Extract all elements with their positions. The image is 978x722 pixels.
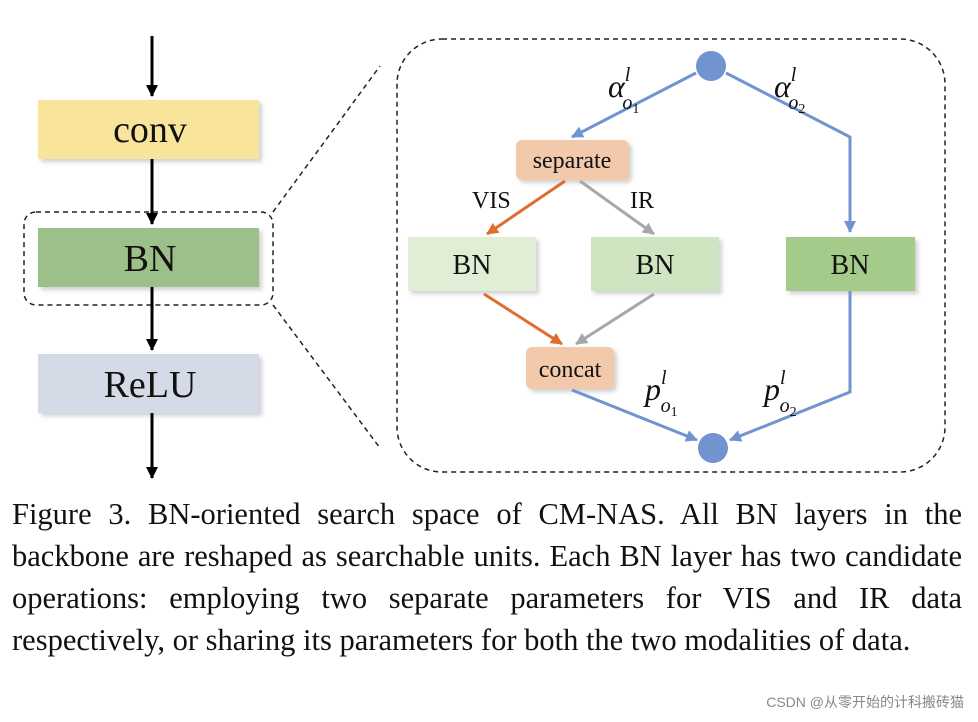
ir-label: IR xyxy=(630,188,654,214)
conv-box xyxy=(38,100,259,159)
bn-vis-label: BN xyxy=(453,250,492,281)
arrow-top-to-shared-bn xyxy=(725,71,856,233)
zoom-line-bottom xyxy=(272,304,381,449)
relu-label: ReLU xyxy=(104,364,197,406)
arrow-bn-ir-to-concat xyxy=(575,292,655,346)
arrow-separate-to-bn-vis xyxy=(486,179,566,236)
figure-caption: Figure 3. BN-oriented search space of CM… xyxy=(12,497,962,657)
top-node xyxy=(696,51,726,81)
conv-label: conv xyxy=(113,109,187,151)
csdn-watermark: CSDN @从零开始的计科搬砖猫 xyxy=(766,694,964,710)
arrow-separate-to-bn-ir xyxy=(579,179,655,236)
vis-label: VIS xyxy=(472,188,511,214)
relu-box xyxy=(38,354,259,413)
concat-box xyxy=(526,347,614,389)
separate-box xyxy=(516,140,629,180)
arrow-concat-to-bottom xyxy=(571,388,698,442)
separate-label: separate xyxy=(533,148,612,174)
bn-dashed-highlight xyxy=(23,211,274,306)
bottom-node xyxy=(698,433,728,463)
expanded-panel-border xyxy=(396,38,946,473)
bn-ir-label: BN xyxy=(636,250,675,281)
left-layer-stack: conv BN ReLU xyxy=(23,36,274,479)
bn-label: BN xyxy=(124,238,177,280)
bn-ir-box xyxy=(591,237,719,291)
bn-shared-label: BN xyxy=(831,250,870,281)
bn-vis-box xyxy=(408,237,536,291)
bn-shared-box xyxy=(786,237,915,291)
arrow-bn-vis-to-concat xyxy=(483,292,563,346)
arrow-shared-bn-to-bottom xyxy=(729,291,852,442)
concat-label: concat xyxy=(539,357,602,383)
bn-box xyxy=(38,228,259,287)
zoom-line-top xyxy=(272,65,381,213)
arrow-top-to-separate xyxy=(571,71,697,139)
